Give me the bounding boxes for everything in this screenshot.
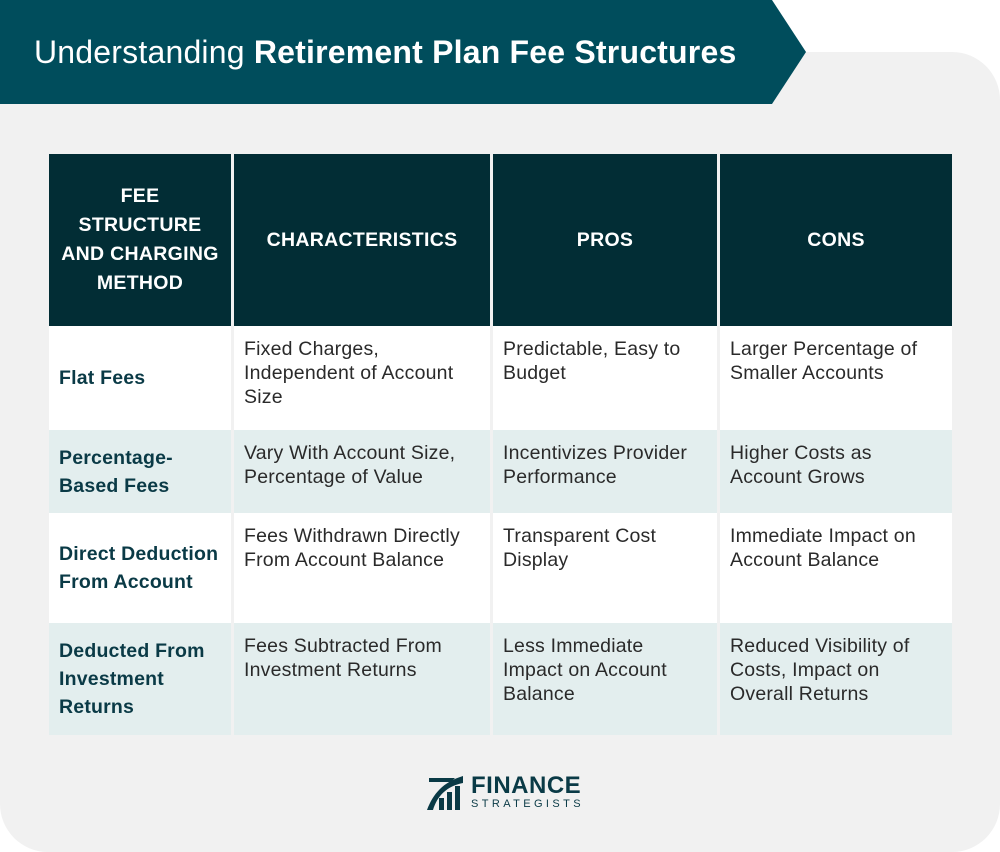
- title-light: Understanding: [34, 33, 254, 70]
- header-cons: CONS: [720, 154, 952, 326]
- fee-structure-table: FEE STRUCTURE AND CHARGING METHOD CHARAC…: [46, 154, 955, 735]
- header-method: FEE STRUCTURE AND CHARGING METHOD: [49, 154, 231, 326]
- cell-method: Percentage-Based Fees: [49, 430, 231, 513]
- table-row: Direct Deduction From Account Fees Withd…: [49, 513, 952, 623]
- cell-characteristics: Fees Withdrawn Directly From Account Bal…: [234, 513, 490, 623]
- title-banner: Understanding Retirement Plan Fee Struct…: [0, 0, 806, 104]
- cell-characteristics: Fixed Charges, Independent of Account Si…: [234, 326, 490, 430]
- cell-pros: Less Immediate Impact on Account Balance: [493, 623, 717, 735]
- logo-main-text: FINANCE: [471, 771, 582, 799]
- table-row: Flat Fees Fixed Charges, Independent of …: [49, 326, 952, 430]
- cell-cons: Reduced Visibility of Costs, Impact on O…: [720, 623, 952, 735]
- cell-pros: Incentivizes Provider Performance: [493, 430, 717, 513]
- table-header-row: FEE STRUCTURE AND CHARGING METHOD CHARAC…: [49, 154, 952, 326]
- logo-sub-text: STRATEGISTS: [471, 797, 584, 810]
- cell-pros: Transparent Cost Display: [493, 513, 717, 623]
- header-pros: PROS: [493, 154, 717, 326]
- title-bold: Retirement Plan Fee Structures: [253, 33, 737, 70]
- cell-cons: Larger Percentage of Smaller Accounts: [720, 326, 952, 430]
- cell-characteristics: Fees Subtracted From Investment Returns: [234, 623, 490, 735]
- cell-characteristics: Vary With Account Size, Percentage of Va…: [234, 430, 490, 513]
- cell-method: Flat Fees: [49, 326, 231, 430]
- header-characteristics: CHARACTERISTICS: [234, 154, 490, 326]
- cell-cons: Immediate Impact on Account Balance: [720, 513, 952, 623]
- cell-cons: Higher Costs as Account Grows: [720, 430, 952, 513]
- table-row: Percentage-Based Fees Vary With Account …: [49, 430, 952, 513]
- cell-method: Deducted From Investment Returns: [49, 623, 231, 735]
- finance-strategists-logo-icon: [427, 776, 463, 810]
- table-row: Deducted From Investment Returns Fees Su…: [49, 623, 952, 735]
- cell-method: Direct Deduction From Account: [49, 513, 231, 623]
- finance-strategists-logo: FINANCE STRATEGISTS: [425, 771, 584, 813]
- page-title: Understanding Retirement Plan Fee Struct…: [34, 34, 736, 71]
- cell-pros: Predictable, Easy to Budget: [493, 326, 717, 430]
